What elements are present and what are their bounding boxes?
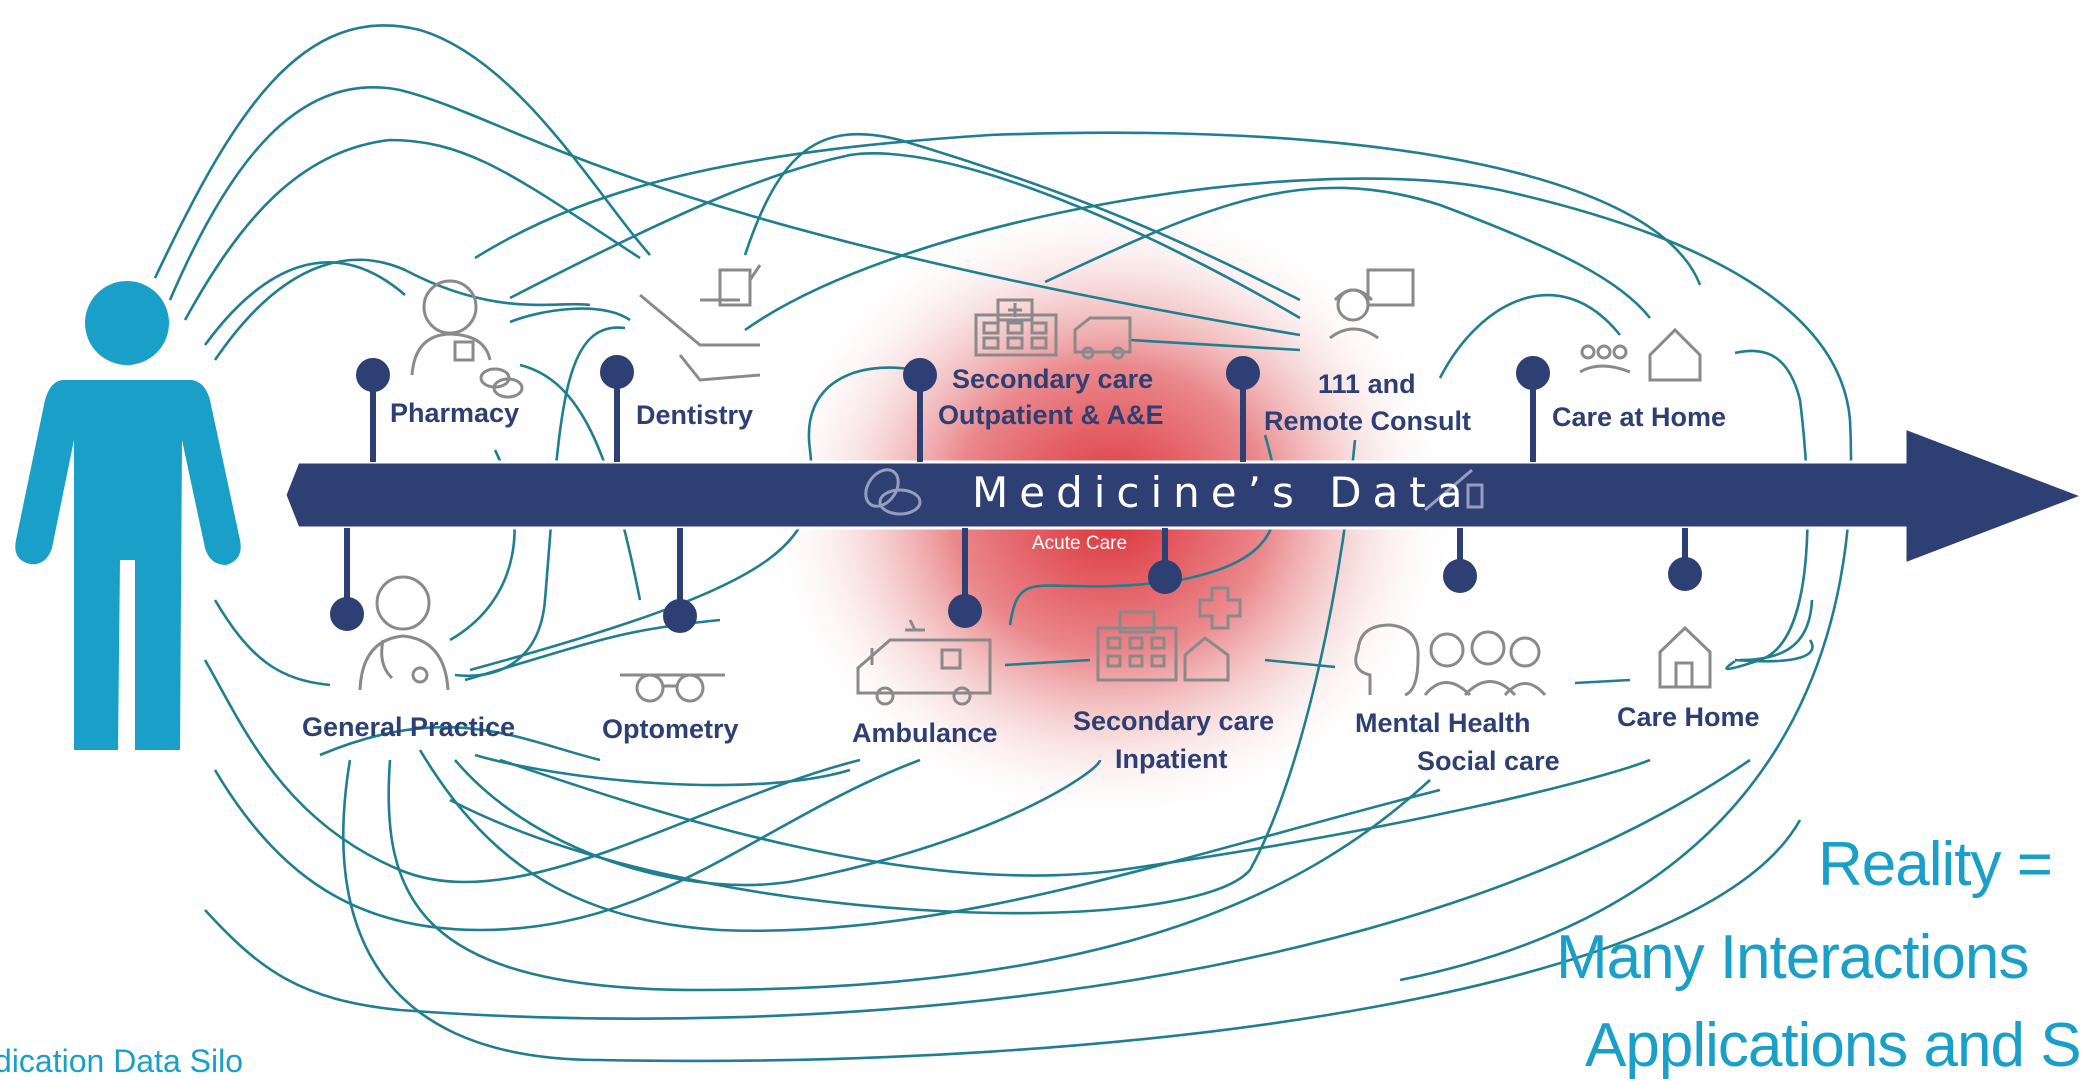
acute-care-label: Acute Care [1032, 533, 1128, 554]
hospital-outpatient-icon [974, 298, 1058, 357]
remote-consult-icon [1329, 268, 1415, 340]
label-general-practice: General Practice [302, 712, 516, 742]
label-care-home: Care Home [1617, 702, 1760, 732]
label-pharmacy: Pharmacy [390, 398, 520, 428]
timeline-title: Medicine’s Data [972, 468, 1474, 517]
footer-text: dication Data Silo [0, 1043, 244, 1079]
care-at-home-icon [1579, 327, 1702, 382]
timeline-stems-bottom [330, 528, 1702, 633]
label-ambulance: Ambulance [852, 718, 998, 748]
label-social-care: Social care [1417, 746, 1560, 776]
label-remote-1: 111 and [1318, 369, 1416, 399]
pills-icon [864, 468, 922, 516]
interaction-curves [153, 24, 1853, 1063]
caption-line-1: Reality = [1818, 830, 2053, 899]
optometry-icon [620, 673, 725, 703]
syringe-icon [1424, 468, 1484, 512]
caption-line-2: Many Interactions [1556, 923, 2029, 992]
hospital-inpatient-icon [1096, 586, 1242, 682]
pharmacy-icon [410, 279, 524, 399]
label-remote-2: Remote Consult [1264, 406, 1472, 436]
label-secondary-outpatient-2: Outpatient & A&E [938, 400, 1164, 430]
ambulance-icon [856, 619, 992, 706]
label-optometry: Optometry [602, 714, 739, 744]
timeline-arrow [283, 425, 2083, 567]
person-icon [15, 281, 241, 750]
small-ambulance-icon [1073, 316, 1132, 360]
label-secondary-inpatient-2: Inpatient [1115, 744, 1228, 774]
care-home-icon [1658, 625, 1712, 689]
label-care-at-home: Care at Home [1552, 402, 1727, 432]
label-mental-health: Mental Health [1355, 708, 1531, 738]
caption-line-3: Applications and S [1585, 1011, 2082, 1080]
label-secondary-outpatient-1: Secondary care [952, 364, 1154, 394]
dentist-chair-icon [639, 264, 762, 382]
timeline-stems-top [356, 355, 1550, 462]
label-secondary-inpatient-1: Secondary care [1073, 706, 1275, 736]
label-dentistry: Dentistry [636, 400, 754, 430]
general-practice-icon [358, 575, 450, 691]
mental-health-icon [1354, 623, 1547, 697]
